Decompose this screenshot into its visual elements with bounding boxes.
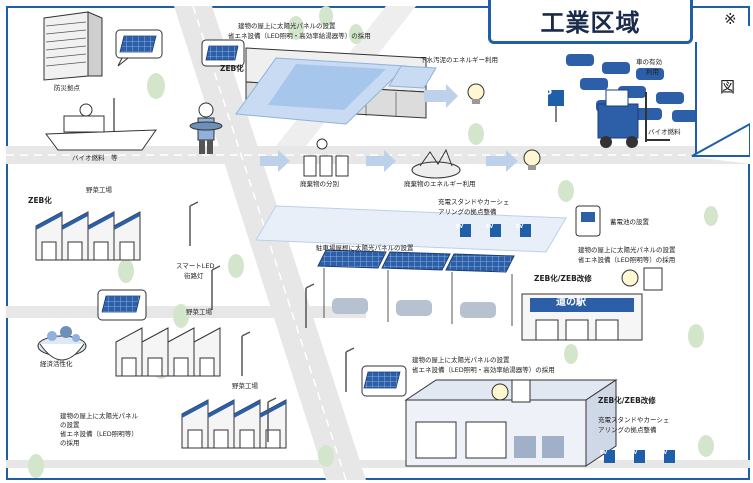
fishing-boat <box>45 98 157 151</box>
parking-sign <box>548 90 564 122</box>
label-roof-bot-2: 省エネ設備（LED照明・高効率給湯器等）の採用 <box>412 366 555 374</box>
label-roof-left-3: 省エネ設備（LED照明等） <box>60 430 138 438</box>
label-bousai: 防災拠点 <box>54 84 80 92</box>
label-waste-energy: 廃棄物のエネルギー利用 <box>404 180 476 188</box>
ev-chargers-mid <box>460 224 531 237</box>
shared-cars <box>566 54 700 122</box>
label-biofuel-truck: バイオ燃料 <box>648 128 681 136</box>
label-roof-top-1: 建物の屋上に太陽光パネルの設置 <box>238 22 336 30</box>
label-zeb-mid: ZEB化 <box>28 196 52 205</box>
label-parking: P <box>544 87 553 100</box>
label-roof-mid-2: 省エネ設備（LED照明等）の採用 <box>578 256 676 264</box>
energy-bulbs <box>467 83 541 170</box>
label-ev-b3: EV <box>660 450 668 456</box>
veg-factory-3 <box>181 399 287 449</box>
label-smart-led-2: 街路灯 <box>184 272 204 280</box>
solar-bubble-4 <box>361 365 407 397</box>
label-ev-b1: EV <box>600 450 608 456</box>
smart-street-lights <box>189 201 355 442</box>
town-illustration <box>6 6 750 480</box>
label-charge-1: 充電スタンドやカーシェ <box>438 198 510 206</box>
title-callout: 工業区域 <box>488 0 693 44</box>
label-veg-factory-3: 野菜工場 <box>232 382 258 390</box>
label-battery: 蓄電池の設置 <box>610 218 649 226</box>
disaster-base-building <box>43 11 103 81</box>
ev-chargers-bottom <box>604 450 675 463</box>
waste-pile <box>411 148 461 179</box>
factory-devices <box>491 379 531 403</box>
label-car-use-1: 車の有効 <box>636 58 662 66</box>
label-zeb-ready-2: ZEB化/ZEB改修 <box>598 396 656 405</box>
label-michi-no-eki: 道の駅 <box>556 297 586 308</box>
road-markings <box>6 6 750 480</box>
fisherman <box>189 102 223 154</box>
sewage-tanks <box>235 57 437 125</box>
station-meter <box>621 267 663 291</box>
label-roof-top-2: 省エネ設備（LED照明・高効率給湯器等）の採用 <box>228 32 371 40</box>
label-ev-2: EV <box>486 224 494 230</box>
roadside-station <box>521 293 643 341</box>
label-roof-left-4: の採用 <box>60 439 80 447</box>
label-ev-1: EV <box>456 224 464 230</box>
factory-building <box>404 379 618 467</box>
veg-factory-2 <box>115 327 221 377</box>
solar-bubble-1 <box>115 29 163 67</box>
label-zeb-ready-1: ZEB化/ZEB改修 <box>534 274 592 283</box>
label-sewage: 下水汚泥のエネルギー利用 <box>420 56 498 64</box>
label-waste-sort: 廃棄物の分別 <box>300 180 339 188</box>
label-biofuel-boat: バイオ燃料 等 <box>72 154 118 162</box>
label-roof-left-2: の設置 <box>60 421 80 429</box>
battery-unit <box>575 205 601 237</box>
waste-bins <box>303 138 349 177</box>
flow-arrows-top <box>260 84 518 172</box>
label-roof-left-1: 建物の屋上に太陽光パネル <box>60 412 138 420</box>
solar-bubble-3 <box>97 289 147 321</box>
title-text: 工業区域 <box>540 9 641 37</box>
side-glyph-1: ※ <box>724 10 737 28</box>
forklift <box>597 89 670 148</box>
label-car-use-2: 利用 <box>646 68 659 76</box>
label-veg-factory-2: 野菜工場 <box>186 308 212 316</box>
vegetable-basket <box>37 326 87 361</box>
label-zeb-top: ZEB化 <box>220 64 244 73</box>
label-charge-2: アリングの拠点整備 <box>438 208 497 216</box>
label-parking-roof: 駐車場屋根に太陽光パネルの設置 <box>316 244 414 252</box>
label-smart-led-1: スマートLED <box>176 262 215 270</box>
label-charge-b1: 充電スタンドやカーシェ <box>598 416 670 424</box>
label-charge-b2: アリングの拠点整備 <box>598 426 657 434</box>
solar-bubble-2 <box>201 39 245 67</box>
label-economy: 経済活性化 <box>40 360 73 368</box>
label-ev-b2: EV <box>630 450 638 456</box>
veg-factory-1 <box>35 211 141 261</box>
callout-tail <box>686 26 750 164</box>
label-veg-factory-1: 野菜工場 <box>86 186 112 194</box>
side-glyph-2: 図 <box>720 78 736 96</box>
label-ev-3: EV <box>516 224 524 230</box>
solar-carport <box>255 205 567 326</box>
label-roof-bot-1: 建物の屋上に太陽光パネルの設置 <box>412 356 510 364</box>
label-roof-mid-1: 建物の屋上に太陽光パネルの設置 <box>578 246 676 254</box>
